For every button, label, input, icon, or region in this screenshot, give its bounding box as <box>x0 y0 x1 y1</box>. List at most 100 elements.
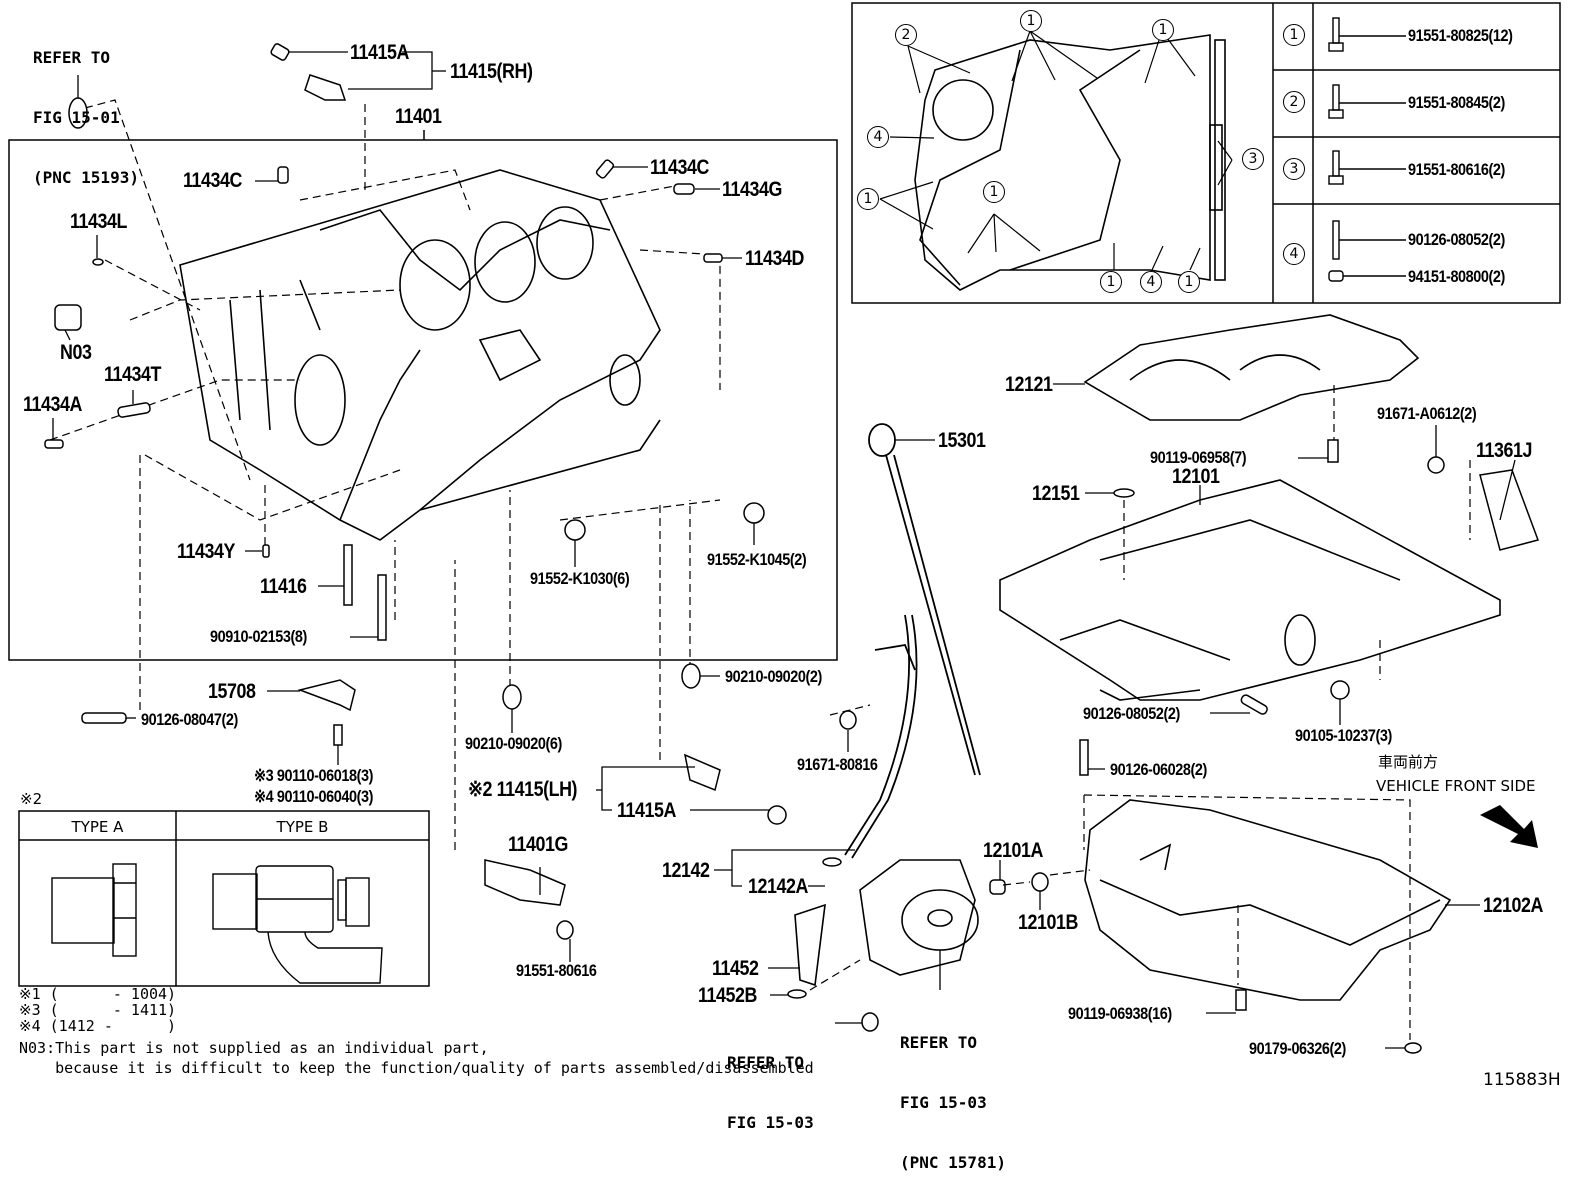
marker-4[interactable]: 4 <box>1140 271 1162 293</box>
marker-4[interactable]: 4 <box>867 126 889 148</box>
refer-line: (PNC 15193) <box>33 168 139 187</box>
callout-90119-06958[interactable]: 90119-06958(7) <box>1150 448 1247 467</box>
callout-11401[interactable]: 11401 <box>395 105 442 128</box>
callout-11434T[interactable]: 11434T <box>104 363 162 386</box>
oring-12151-icon <box>1113 488 1135 498</box>
callout-11452B[interactable]: 11452B <box>698 984 757 1007</box>
callout-12102A[interactable]: 12102A <box>1483 894 1543 917</box>
type-table-frame <box>18 810 430 987</box>
vehicle-front-arrow-icon <box>1480 805 1538 848</box>
refer-note-fig-15-01: REFER TO FIG 15-01 (PNC 15193) <box>33 8 139 208</box>
callout-11361J[interactable]: 11361J <box>1476 439 1533 462</box>
callout-90126-08052[interactable]: 90126-08052(2) <box>1083 704 1180 723</box>
callout-90210-09020-6[interactable]: 90210-09020(6) <box>465 734 562 753</box>
callout-11415A-top[interactable]: 11415A <box>350 41 409 64</box>
callout-90126-08047[interactable]: 90126-08047(2) <box>141 710 238 729</box>
callout-11434G[interactable]: 11434G <box>722 178 782 201</box>
plug-12101A-icon <box>989 879 1006 895</box>
callout-15708[interactable]: 15708 <box>208 680 256 703</box>
callout-11401G[interactable]: 11401G <box>508 833 568 856</box>
callout-91552-k1030[interactable]: 91552-K1030(6) <box>530 569 630 588</box>
plate-11361J-icon <box>1479 469 1539 551</box>
legend-key-3: 3 <box>1283 158 1305 180</box>
n03-plug-icon <box>54 304 82 331</box>
bolt-91552-k1030-icon <box>564 519 586 541</box>
callout-90910-02153[interactable]: 90910-02153(8) <box>210 627 307 646</box>
callout-90105-10237[interactable]: 90105-10237(3) <box>1295 726 1392 745</box>
marker-1[interactable]: 1 <box>1100 271 1122 293</box>
callout-90126-06028[interactable]: 90126-06028(2) <box>1110 760 1207 779</box>
engine-block-drawing <box>179 169 661 541</box>
legend-part[interactable]: 91551-80845(2) <box>1408 93 1505 112</box>
vehicle-front-en: VEHICLE FRONT SIDE <box>1376 777 1536 795</box>
callout-12101B[interactable]: 12101B <box>1018 911 1078 934</box>
callout-11434Y[interactable]: 11434Y <box>177 540 236 563</box>
callout-91671-80816[interactable]: 91671-80816 <box>797 755 878 774</box>
stud-90126-06028-icon <box>1079 739 1089 776</box>
legend-part[interactable]: 90126-08052(2) <box>1408 230 1505 249</box>
oil-control-valve-lh-icon <box>683 753 721 792</box>
callout-12142A[interactable]: 12142A <box>748 875 808 898</box>
legend-key-1: 1 <box>1283 24 1305 46</box>
timing-cover-inset-frame <box>851 2 1561 304</box>
callout-11434A[interactable]: 11434A <box>23 393 82 416</box>
type-b-header: TYPE B <box>276 818 329 836</box>
legend-part[interactable]: 91551-80616(2) <box>1408 160 1505 179</box>
legend-key-2: 2 <box>1283 91 1305 113</box>
callout-12142[interactable]: 12142 <box>662 859 710 882</box>
diagram-id: 115883H <box>1483 1070 1561 1090</box>
refer-note-fig-15-03-a: REFER TO FIG 15-03 <box>727 1013 814 1153</box>
legend-part[interactable]: 91551-80825(12) <box>1408 26 1513 45</box>
callout-11434L[interactable]: 11434L <box>70 210 128 233</box>
marker-2[interactable]: 2 <box>895 24 917 46</box>
marker-1[interactable]: 1 <box>1178 271 1200 293</box>
refer-line: FIG 15-01 <box>33 108 120 127</box>
bracket-15708-icon <box>297 679 356 712</box>
callout-n03[interactable]: N03 <box>60 341 92 364</box>
callout-90110-06018[interactable]: ※3 90110-06018(3) <box>254 766 373 785</box>
callout-90110-06040[interactable]: ※4 90110-06040(3) <box>254 787 373 806</box>
engine-block-frame <box>8 139 838 661</box>
bolt-90910-icon <box>377 574 387 641</box>
refer-note-fig-15-03-b: REFER TO FIG 15-03 (PNC 15781) <box>900 993 1006 1193</box>
footnote-4: ※4 (1412 - ) <box>19 1017 177 1035</box>
marker-1[interactable]: 1 <box>857 188 879 210</box>
callout-11416[interactable]: 11416 <box>260 575 307 598</box>
callout-11434C-right[interactable]: 11434C <box>650 156 709 179</box>
dipstick-drawing <box>844 423 981 859</box>
callout-12101[interactable]: 12101 <box>1172 465 1220 488</box>
bolt-91671-a0612-icon <box>1427 456 1445 474</box>
oil-control-valve-rh-icon <box>304 74 347 101</box>
callout-91671-a0612[interactable]: 91671-A0612(2) <box>1377 404 1477 423</box>
marker-1[interactable]: 1 <box>983 181 1005 203</box>
callout-90179-06326[interactable]: 90179-06326(2) <box>1249 1039 1346 1058</box>
legend-bolt-glyphs <box>1328 17 1406 282</box>
callout-11415A-bottom[interactable]: 11415A <box>617 799 676 822</box>
plug-11415A-top-icon <box>270 43 290 61</box>
callout-11434C-left[interactable]: 11434C <box>183 169 242 192</box>
bolt-11416-icon <box>343 544 353 606</box>
callout-11415-lh[interactable]: ※2 11415(LH) <box>468 778 578 801</box>
callout-90119-06938[interactable]: 90119-06938(16) <box>1068 1004 1172 1023</box>
type-a-header: TYPE A <box>71 818 124 836</box>
callout-12101A[interactable]: 12101A <box>983 839 1043 862</box>
callout-12151[interactable]: 12151 <box>1032 482 1080 505</box>
callout-11434D[interactable]: 11434D <box>745 247 804 270</box>
callout-90210-09020-2[interactable]: 90210-09020(2) <box>725 667 822 686</box>
marker-1[interactable]: 1 <box>1020 10 1042 32</box>
callout-12121[interactable]: 12121 <box>1005 373 1053 396</box>
callout-91552-k1045[interactable]: 91552-K1045(2) <box>707 550 807 569</box>
oil-pan-upper-drawing <box>999 479 1501 701</box>
marker-3[interactable]: 3 <box>1242 148 1264 170</box>
callout-91551-80616[interactable]: 91551-80616 <box>516 961 597 980</box>
marker-1[interactable]: 1 <box>1152 19 1174 41</box>
legend-part[interactable]: 94151-80800(2) <box>1408 267 1505 286</box>
gasket-12101B-icon <box>1031 872 1049 892</box>
callout-11452[interactable]: 11452 <box>712 957 759 980</box>
n03-note-line-2: because it is difficult to keep the func… <box>19 1059 814 1077</box>
callout-15301[interactable]: 15301 <box>938 429 986 452</box>
vehicle-front-jp: 車両前方 <box>1378 753 1439 771</box>
callout-11415-rh[interactable]: 11415(RH) <box>450 60 533 83</box>
oil-pan-lower-drawing <box>1084 799 1452 1001</box>
footnote-3: ※3 ( - 1411) <box>19 1001 177 1019</box>
